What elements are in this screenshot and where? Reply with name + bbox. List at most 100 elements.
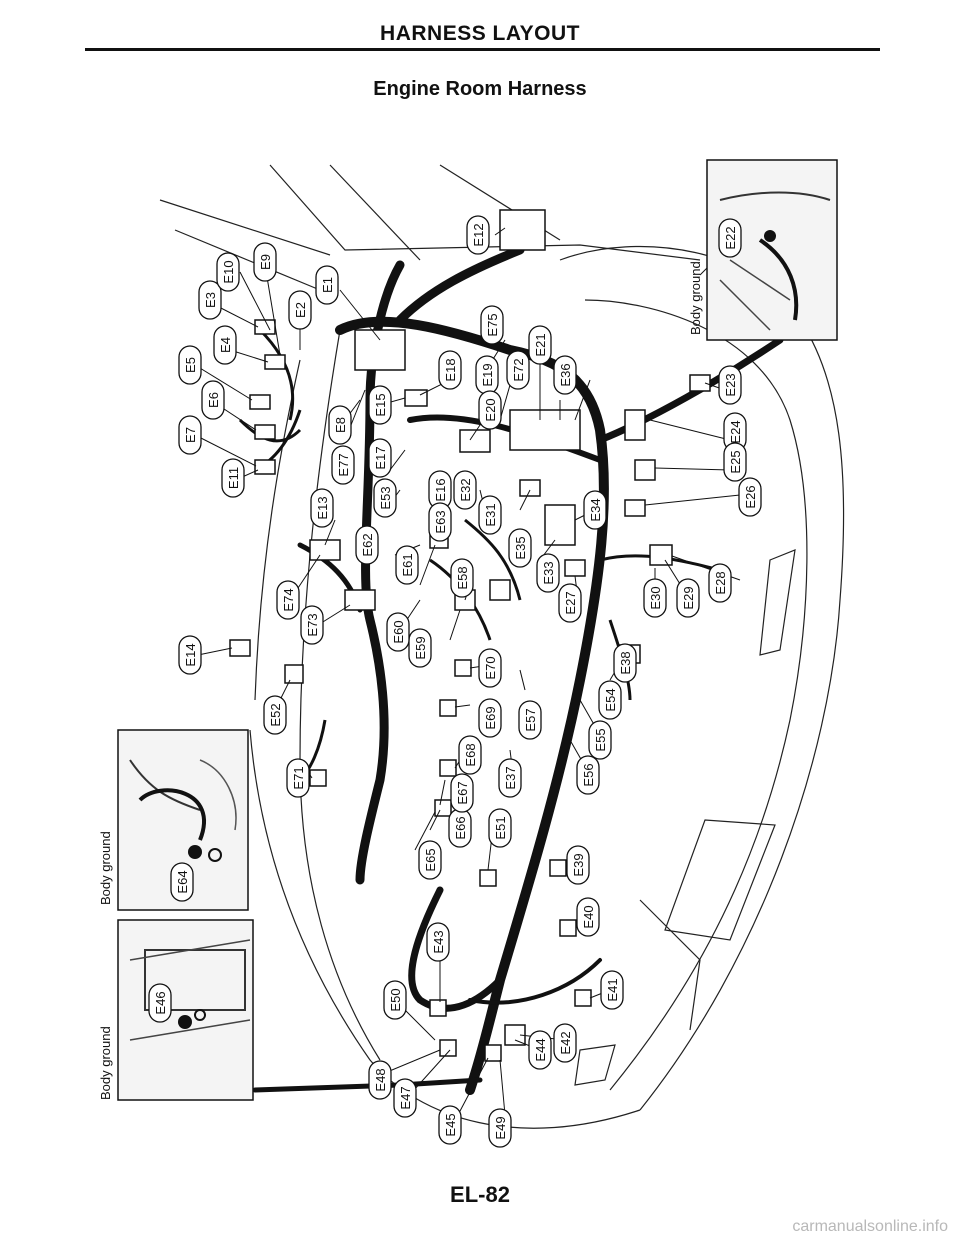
connector-label-e49: E49 <box>488 1108 512 1148</box>
connector-label-e68: E68 <box>458 735 482 775</box>
connector-id: E46 <box>153 991 168 1014</box>
connector-label-e3: E3 <box>198 280 222 320</box>
connector-labels: E1E2E3E4E5E6E7E8E9E10E11E12E13E14E15E16E… <box>148 215 762 1148</box>
connector-id: E72 <box>511 358 526 381</box>
inset-label-e46: Body ground <box>98 1026 113 1100</box>
inset-label-e64: Body ground <box>98 831 113 905</box>
connector-id: E14 <box>183 643 198 666</box>
connector-id: E41 <box>605 978 620 1001</box>
connector-id: E29 <box>681 586 696 609</box>
connector-label-e72: E72 <box>506 350 530 390</box>
connector-label-e56: E56 <box>576 755 600 795</box>
connector-id: E47 <box>398 1086 413 1109</box>
connector-label-e2: E2 <box>288 290 312 330</box>
connector-id: E33 <box>541 561 556 584</box>
connector-id: E8 <box>333 417 348 433</box>
connector-id: E52 <box>268 703 283 726</box>
connector-id: E38 <box>618 651 633 674</box>
connector-label-e6: E6 <box>201 380 225 420</box>
connector-label-e12: E12 <box>466 215 490 255</box>
watermark-text: carmanualsonline.info <box>792 1218 948 1235</box>
connector-id: E74 <box>281 588 296 611</box>
connector-id: E64 <box>175 870 190 893</box>
connector-label-e46: E46 <box>148 983 172 1023</box>
connector-label-e40: E40 <box>576 897 600 937</box>
connector-label-e15: E15 <box>368 385 392 425</box>
connector-id: E12 <box>471 223 486 246</box>
connector-label-e7: E7 <box>178 415 202 455</box>
connector-id: E53 <box>378 486 393 509</box>
connector-id: E30 <box>648 586 663 609</box>
connector-label-e11: E11 <box>221 458 245 498</box>
connector-id: E15 <box>373 393 388 416</box>
title-rule <box>85 48 880 51</box>
connector-id: E31 <box>483 503 498 526</box>
connector-id: E11 <box>226 467 241 489</box>
connector-blocks <box>229 209 711 1062</box>
connector-id: E59 <box>413 636 428 659</box>
connector-id: E44 <box>533 1038 548 1061</box>
connector-id: E6 <box>206 392 221 408</box>
connector-label-e5: E5 <box>178 345 202 385</box>
connector-id: E23 <box>723 373 738 396</box>
connector-label-e38: E38 <box>613 643 637 683</box>
connector-label-e32: E32 <box>453 470 477 510</box>
connector-label-e23: E23 <box>718 365 742 405</box>
diagram-title: Engine Room Harness <box>373 78 587 100</box>
connector-label-e35: E35 <box>508 528 532 568</box>
connector-label-e70: E70 <box>478 648 502 688</box>
connector-id: E34 <box>588 498 603 521</box>
connector-id: E18 <box>443 358 458 381</box>
connector-id: E24 <box>728 420 743 443</box>
connector-id: E27 <box>563 591 578 614</box>
connector-label-e58: E58 <box>450 558 474 598</box>
connector-id: E35 <box>513 536 528 559</box>
connector-label-e74: E74 <box>276 580 300 620</box>
inset-e46 <box>117 919 254 1101</box>
connector-label-e75: E75 <box>480 305 504 345</box>
connector-id: E68 <box>463 743 478 766</box>
connector-label-e26: E26 <box>738 477 762 517</box>
connector-id: E5 <box>183 357 198 373</box>
connector-id: E2 <box>293 302 308 318</box>
inset-e64 <box>117 729 249 911</box>
connector-label-e28: E28 <box>708 563 732 603</box>
connector-id: E17 <box>373 446 388 469</box>
connector-label-e17: E17 <box>368 438 392 478</box>
connector-id: E51 <box>493 816 508 839</box>
connector-label-e27: E27 <box>558 583 582 623</box>
connector-label-e36: E36 <box>553 355 577 395</box>
connector-id: E58 <box>455 566 470 589</box>
connector-id: E39 <box>571 853 586 876</box>
connector-id: E10 <box>221 260 236 283</box>
connector-label-e54: E54 <box>598 680 622 720</box>
connector-id: E55 <box>593 728 608 751</box>
connector-id: E63 <box>433 510 448 533</box>
connector-id: E13 <box>315 496 330 519</box>
connector-label-e22: E22 <box>718 218 742 258</box>
connector-label-e41: E41 <box>600 970 624 1010</box>
connector-label-e47: E47 <box>393 1078 417 1118</box>
connector-label-e65: E65 <box>418 840 442 880</box>
connector-label-e63: E63 <box>428 502 452 542</box>
connector-id: E43 <box>431 930 446 953</box>
connector-label-e34: E34 <box>583 490 607 530</box>
connector-id: E36 <box>558 363 573 386</box>
connector-label-e62: E62 <box>355 525 379 565</box>
connector-label-e39: E39 <box>566 845 590 885</box>
connector-id: E19 <box>480 363 495 386</box>
connector-id: E20 <box>483 398 498 421</box>
connector-id: E66 <box>453 816 468 839</box>
connector-id: E7 <box>183 427 198 443</box>
connector-id: E21 <box>533 333 548 356</box>
connector-label-e64: E64 <box>170 862 194 902</box>
page-title: HARNESS LAYOUT <box>380 22 580 45</box>
connector-label-e16: E16 <box>428 470 452 510</box>
page-number: EL-82 <box>450 1182 510 1207</box>
connector-label-e33: E33 <box>536 553 560 593</box>
connector-id: E56 <box>581 763 596 786</box>
connector-label-e77: E77 <box>331 445 355 485</box>
connector-label-e48: E48 <box>368 1060 392 1100</box>
connector-id: E16 <box>433 478 448 501</box>
